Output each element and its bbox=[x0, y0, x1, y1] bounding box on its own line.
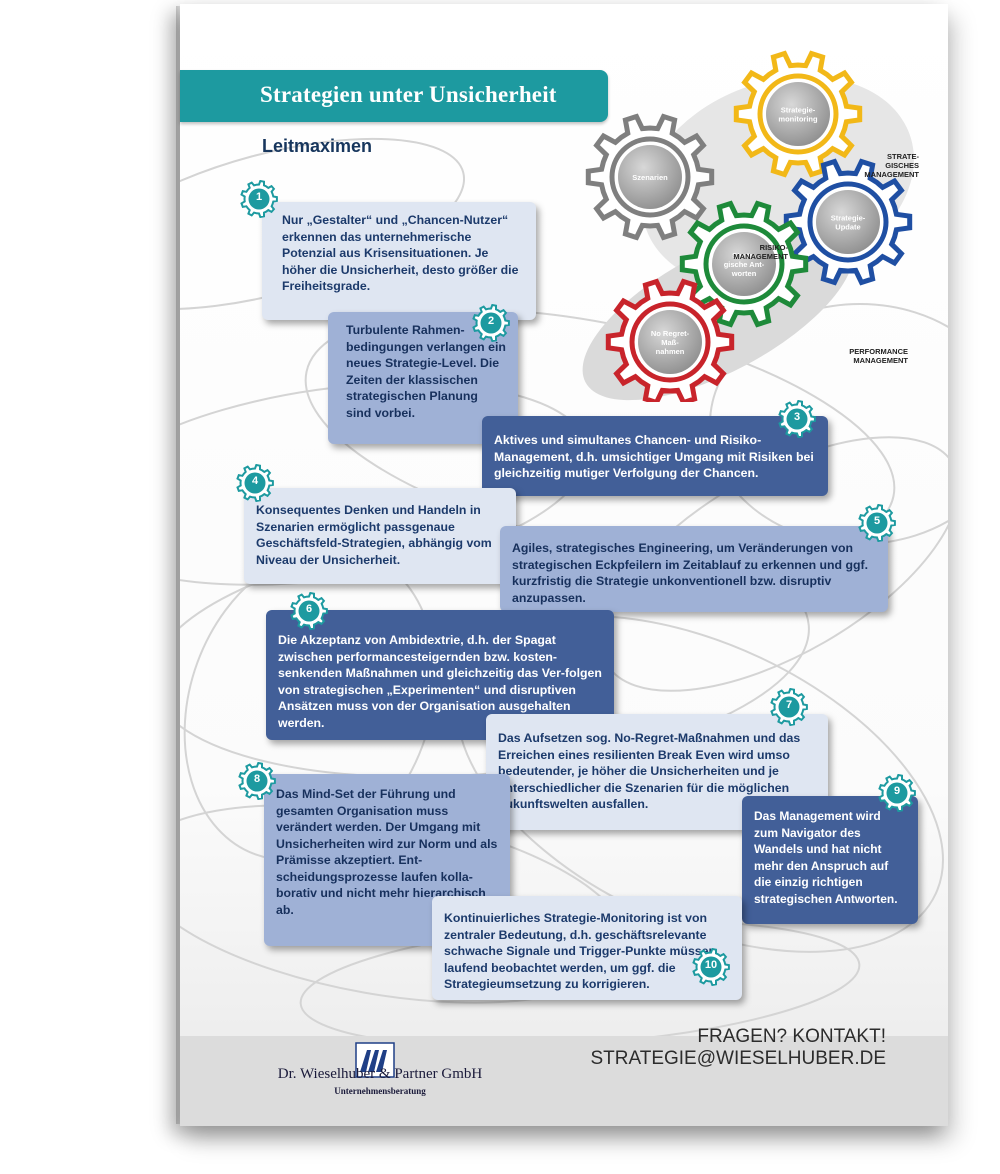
maxim-text-5: Agiles, strategisches Engineering, um Ve… bbox=[512, 541, 868, 605]
badge-gear-icon bbox=[692, 948, 730, 986]
maxim-text-3: Aktives und simultanes Chancen- und Risi… bbox=[494, 433, 814, 480]
badge-number-9: 9 bbox=[893, 785, 901, 797]
maxim-text-10: Kontinuierliches Strategie-Monitoring is… bbox=[444, 911, 716, 991]
badge-gear-icon bbox=[778, 400, 816, 438]
badge-8: 8 bbox=[238, 762, 276, 800]
diagram-gear-label-5: No Regret-Maß-nahmen bbox=[651, 329, 690, 356]
badge-gear-icon bbox=[238, 762, 276, 800]
badge-number-5: 5 bbox=[873, 515, 881, 527]
contact-email[interactable]: STRATEGIE@WIESELHUBER.DE bbox=[590, 1048, 886, 1069]
maxim-box-3: Aktives und simultanes Chancen- und Risi… bbox=[482, 416, 828, 496]
badge-number-6: 6 bbox=[305, 603, 313, 615]
badge-10: 10 bbox=[692, 948, 730, 986]
company-tagline: Unternehmensberatung bbox=[334, 1086, 426, 1096]
contact-heading: FRAGEN? KONTAKT! bbox=[697, 1026, 886, 1047]
badge-gear-icon bbox=[878, 774, 916, 812]
badge-5: 5 bbox=[858, 504, 896, 542]
maxim-text-1: Nur „Gestalter“ und „Chancen-Nutzer“ erk… bbox=[282, 213, 519, 293]
badge-number-10: 10 bbox=[704, 959, 718, 971]
badge-gear-icon bbox=[472, 304, 510, 342]
badge-number-4: 4 bbox=[251, 475, 259, 487]
badge-2: 2 bbox=[472, 304, 510, 342]
badge-3: 3 bbox=[778, 400, 816, 438]
diagram-gear-label-3: Strategie-Update bbox=[831, 214, 866, 232]
badge-number-8: 8 bbox=[253, 773, 261, 785]
badge-gear-icon bbox=[858, 504, 896, 542]
maxim-box-9: Das Management wird zum Navigator des Wa… bbox=[742, 796, 918, 924]
diagram-gear-2: Strategie-monitoring bbox=[733, 50, 863, 178]
maxim-box-1: Nur „Gestalter“ und „Chancen-Nutzer“ erk… bbox=[262, 202, 536, 320]
badge-gear-icon bbox=[236, 464, 274, 502]
maxim-text-6: Die Akzeptanz von Ambidextrie, d.h. der … bbox=[278, 633, 602, 730]
maxim-box-8: Das Mind-Set der Führung und gesamten Or… bbox=[264, 774, 510, 946]
badge-gear-icon bbox=[770, 688, 808, 726]
title-banner bbox=[180, 70, 608, 122]
footer-band bbox=[180, 1036, 948, 1126]
diagram-gear-label-2: Strategie-monitoring bbox=[778, 106, 818, 124]
diagram-gear-3: Strategie-Update bbox=[783, 158, 913, 286]
badge-6: 6 bbox=[290, 592, 328, 630]
maxim-box-5: Agiles, strategisches Engineering, um Ve… bbox=[500, 526, 888, 612]
company-name: Dr. Wieselhuber & Partner GmbH bbox=[277, 1066, 483, 1082]
company-logo-icon bbox=[355, 1042, 395, 1078]
maxim-text-9: Das Management wird zum Navigator des Wa… bbox=[754, 809, 898, 906]
badge-9: 9 bbox=[878, 774, 916, 812]
area-label-risiko: RISIKO-MANAGEMENT bbox=[733, 243, 788, 261]
badge-4: 4 bbox=[236, 464, 274, 502]
maxim-text-7: Das Aufsetzen sog. No-Regret-Maßnahmen u… bbox=[498, 731, 801, 811]
badge-gear-icon bbox=[290, 592, 328, 630]
maxim-text-4: Konsequentes Denken und Handeln in Szena… bbox=[256, 503, 492, 567]
badge-number-2: 2 bbox=[487, 315, 495, 327]
badge-number-7: 7 bbox=[785, 699, 793, 711]
page-title: Strategien unter Unsicherheit bbox=[260, 82, 557, 107]
maxim-box-10: Kontinuierliches Strategie-Monitoring is… bbox=[432, 896, 742, 1000]
badge-gear-icon bbox=[240, 180, 278, 218]
diagram-gear-label-1: Szenarien bbox=[632, 173, 668, 182]
poster-sheet: Strategien unter Unsicherheit Leitmaxime… bbox=[180, 4, 948, 1126]
badge-7: 7 bbox=[770, 688, 808, 726]
diagram-gear-1: Szenarien bbox=[585, 113, 715, 241]
maxim-text-8: Das Mind-Set der Führung und gesamten Or… bbox=[276, 787, 498, 917]
page-subtitle: Leitmaximen bbox=[262, 136, 373, 156]
diagram-gear-5: No Regret-Maß-nahmen bbox=[605, 278, 735, 402]
badge-number-3: 3 bbox=[793, 411, 801, 423]
badge-1: 1 bbox=[240, 180, 278, 218]
diagram-gear-label-4: Strate-gische Ant-worten bbox=[724, 251, 765, 278]
gear-diagram: Szenarien Strategie-monitoringStrategie-U… bbox=[582, 50, 919, 402]
diagram-gear-4: Strate-gische Ant-worten bbox=[679, 200, 809, 328]
maxim-text-2: Turbulente Rahmen-bedingungen verlangen … bbox=[346, 323, 506, 420]
badge-number-1: 1 bbox=[255, 191, 263, 203]
maxim-box-4: Konsequentes Denken und Handeln in Szena… bbox=[244, 488, 516, 584]
